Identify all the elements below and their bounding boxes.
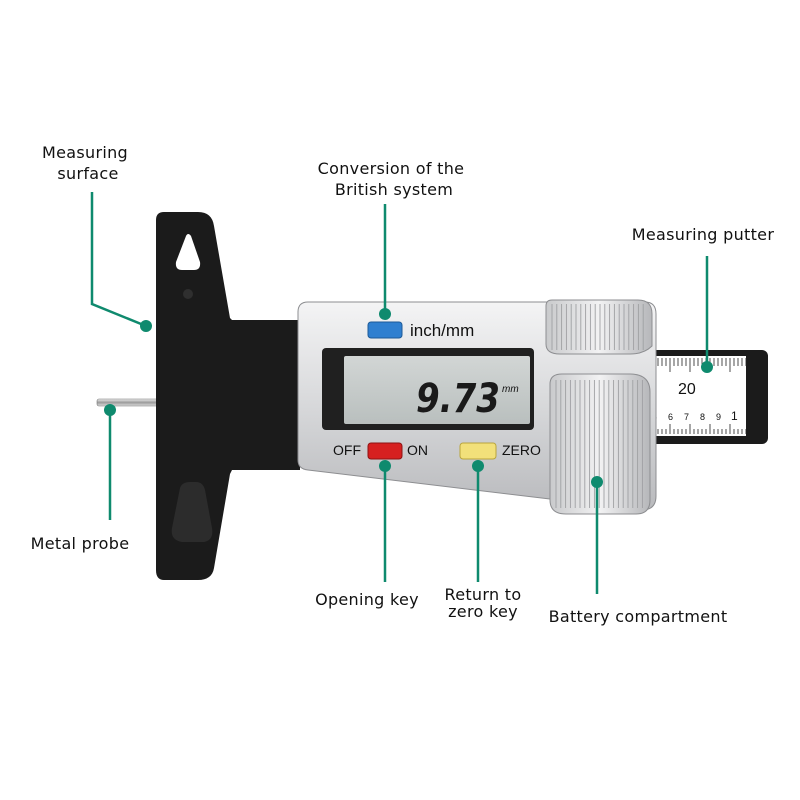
scale-ticks — [649, 358, 747, 434]
label-battery-compartment: Battery compartment — [549, 607, 728, 626]
dot-metal-probe — [104, 404, 116, 416]
dot-opening-key — [379, 460, 391, 472]
battery-compartment-grooves — [555, 380, 643, 508]
base-grip — [171, 482, 213, 542]
label-conversion-1: Conversion of the — [318, 159, 465, 178]
label-opening-key: Opening key — [315, 590, 419, 609]
battery-compartment — [549, 373, 651, 515]
callout-leaders — [90, 192, 709, 594]
off-label: OFF — [333, 442, 361, 458]
label-metal-probe: Metal probe — [31, 534, 130, 553]
label-measuring-surface-2: surface — [57, 164, 118, 183]
callout-labels: Measuring surface Conversion of the Brit… — [31, 143, 775, 626]
zero-key[interactable] — [459, 442, 497, 460]
base-hole — [175, 234, 201, 270]
lcd-reading: 9.73 — [416, 376, 500, 422]
scale-label: 7 — [684, 412, 689, 422]
dot-battery — [591, 476, 603, 488]
dot-measuring-surface — [140, 320, 152, 332]
on-off-key[interactable] — [367, 442, 403, 460]
depth-gauge-device: 20 5 6 7 8 9 1 9.73 mm inch/mm OFF ON ZE — [96, 212, 768, 580]
metal-probe — [96, 398, 160, 407]
lcd-unit: mm — [502, 384, 519, 395]
callout-dots — [104, 308, 713, 488]
putter-scale — [648, 356, 746, 436]
scale-major-label: 20 — [678, 381, 696, 398]
thumb-wheel-upper — [545, 299, 653, 355]
scale-label: 9 — [716, 412, 721, 422]
dot-return-zero — [472, 460, 484, 472]
label-measuring-putter: Measuring putter — [632, 225, 775, 244]
inch-mm-label: inch/mm — [410, 321, 474, 340]
dot-measuring-putter — [701, 361, 713, 373]
scale-label: 6 — [668, 412, 673, 422]
scale-label: 8 — [700, 412, 705, 422]
wheel-upper-grooves — [551, 304, 644, 350]
label-return-zero-1: Return to — [445, 585, 522, 604]
scale-label: 1 — [731, 409, 738, 423]
on-label: ON — [407, 442, 428, 458]
inch-mm-key[interactable] — [367, 321, 403, 339]
dot-conversion — [379, 308, 391, 320]
base-dot — [183, 289, 193, 299]
leader-measuring-surface — [90, 192, 147, 328]
lcd-display — [344, 356, 530, 424]
label-return-zero-2: zero key — [448, 602, 518, 621]
zero-label: ZERO — [502, 442, 541, 458]
label-conversion-2: British system — [335, 180, 453, 199]
label-measuring-surface-1: Measuring — [42, 143, 128, 162]
